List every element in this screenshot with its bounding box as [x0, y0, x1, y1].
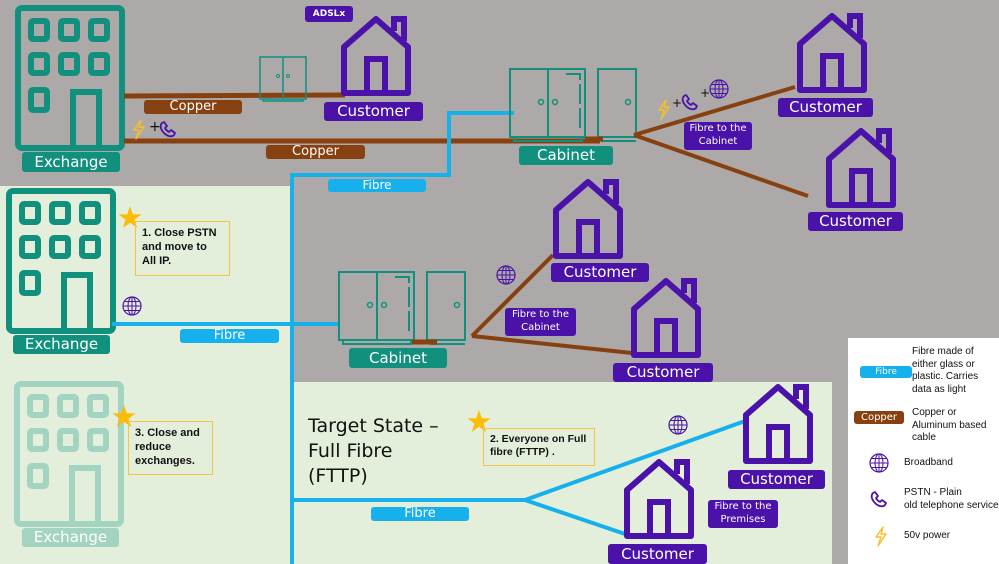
cabinet-label: Cabinet — [349, 348, 447, 368]
legend-power-text: 50v power — [904, 530, 951, 541]
copper-drop-line — [471, 334, 633, 355]
legend-line: data as light — [912, 383, 966, 395]
close-pstn-note: 1. Close PSTN and move to All IP. — [135, 221, 230, 276]
note-line: reduce — [135, 441, 172, 453]
street-cabinet-icon — [259, 56, 307, 102]
fttp-badge-line2: Premises — [720, 514, 766, 525]
note-line: 1. Close PSTN — [142, 227, 217, 239]
legend-line: old telephone service — [904, 499, 999, 511]
globe-icon — [122, 296, 142, 316]
customer-label: Customer — [608, 544, 707, 564]
copper-line — [123, 92, 346, 99]
customer-label: Customer — [551, 263, 649, 282]
fibre-drop-line — [524, 419, 746, 502]
legend-line: cable — [912, 432, 936, 443]
note-line: and move to — [142, 241, 207, 253]
adslx-badge: ADSLx — [305, 6, 353, 22]
exchange-label: Exchange — [13, 335, 110, 354]
title-line: Target State – — [308, 415, 439, 437]
title-line: Full Fibre — [308, 440, 393, 462]
fttc-badge-line1: Fibre to the — [511, 309, 569, 320]
fibre-line — [290, 175, 525, 502]
fttc-badge-line1: Fibre to the — [689, 123, 747, 134]
fttp-badge-line1: Fibre to the — [714, 501, 772, 512]
legend-line: Aluminum based — [912, 419, 987, 431]
copper-drop-line — [633, 133, 809, 198]
customer-label: Customer — [324, 102, 423, 121]
legend-line: either glass or — [912, 358, 975, 370]
note-line: fibre (FTTP) . — [490, 446, 555, 458]
target-state-title: Target State – Full Fibre (FTTP) — [308, 414, 439, 489]
plus-sign: + — [672, 96, 683, 110]
customer-label: Customer — [808, 212, 903, 231]
fttc-badge-line2: Cabinet — [521, 322, 560, 333]
globe-icon — [668, 415, 688, 435]
note-line: 2. Everyone on Full — [490, 433, 587, 445]
exchange-label: Exchange — [22, 152, 120, 172]
globe-icon — [709, 79, 729, 99]
target-state-background — [0, 186, 832, 564]
plus-sign: + — [700, 86, 711, 100]
legend-line: Fibre made of — [912, 346, 974, 357]
note-line: All IP. — [142, 255, 172, 267]
fibre-label: Fibre — [371, 507, 469, 521]
legend-phone-icon — [870, 491, 887, 508]
legend-line: PSTN - Plain — [904, 487, 962, 498]
copper-drop-line — [633, 85, 796, 137]
note-line: exchanges. — [135, 455, 195, 467]
legend-fibre-swatch: Fibre — [860, 366, 912, 378]
globe-icon — [496, 265, 516, 285]
copper-label: Copper — [266, 145, 365, 159]
customer-label: Customer — [613, 363, 713, 382]
close-exchanges-note: 3. Close and reduce exchanges. — [128, 421, 213, 475]
copper-label: Copper — [144, 100, 242, 114]
exchange-label-faded: Exchange — [22, 528, 119, 547]
legend-copper-swatch: Copper — [854, 411, 904, 424]
fibre-label: Fibre — [180, 329, 279, 343]
legend-line: Copper or — [912, 407, 957, 418]
copper-drop-line — [470, 253, 555, 338]
fibre-label: Fibre — [328, 179, 426, 192]
legend-broadband-text: Broadband — [904, 457, 953, 468]
legend-lightning-icon — [875, 526, 887, 547]
cabinet-label: Cabinet — [519, 146, 613, 165]
fibre-drop-line — [524, 498, 626, 536]
plus-sign: + — [149, 119, 161, 135]
legend-globe-icon — [869, 453, 889, 473]
customer-label: Customer — [778, 98, 873, 117]
legend-line: plastic. Carries — [912, 371, 979, 382]
customer-label: Customer — [728, 470, 825, 489]
note-line: 3. Close and — [135, 427, 200, 439]
title-line: (FTTP) — [308, 465, 368, 487]
fttc-badge-line2: Cabinet — [698, 136, 738, 147]
